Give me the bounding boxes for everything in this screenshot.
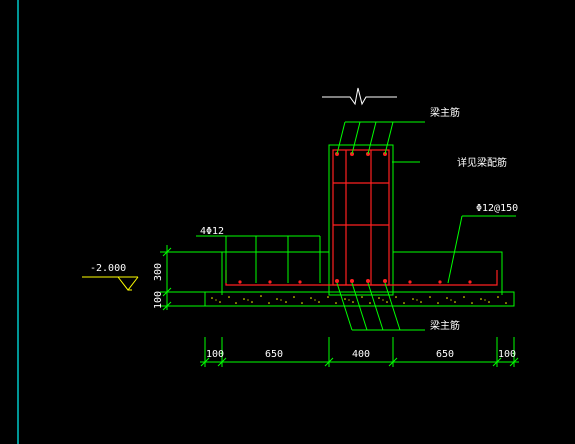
dim-h-5: 100 — [498, 349, 516, 360]
elevation-marker — [82, 276, 139, 291]
label-elevation: -2.000 — [90, 263, 126, 274]
vertical-dimension-lines — [160, 245, 222, 311]
label-longitudinal: 4Φ12 — [200, 226, 224, 237]
dim-h-2: 650 — [265, 349, 283, 360]
footing-outline-right — [393, 251, 503, 295]
dim-h-1: 100 — [206, 349, 224, 360]
horizontal-dimension-lines — [200, 337, 519, 367]
label-detail-note: 详见梁配筋 — [457, 156, 507, 169]
beam-column-outline — [328, 144, 394, 296]
dim-v-1: 300 — [153, 263, 164, 281]
label-beam-main-top: 梁主筋 — [430, 106, 460, 119]
rebar-dots — [238, 152, 472, 284]
label-rebar-spacing: Φ12@150 — [476, 203, 518, 214]
blinding-concrete-layer — [204, 291, 515, 307]
concrete-hatch — [211, 295, 507, 304]
break-line-symbol — [322, 87, 397, 106]
footing-outline — [221, 251, 329, 295]
dim-h-4: 650 — [436, 349, 454, 360]
dim-h-3: 400 — [352, 349, 370, 360]
leader-lines — [196, 121, 516, 331]
dim-v-2: 100 — [153, 291, 164, 309]
label-beam-main-bottom: 梁主筋 — [430, 319, 460, 332]
rebar-cage — [225, 149, 498, 286]
